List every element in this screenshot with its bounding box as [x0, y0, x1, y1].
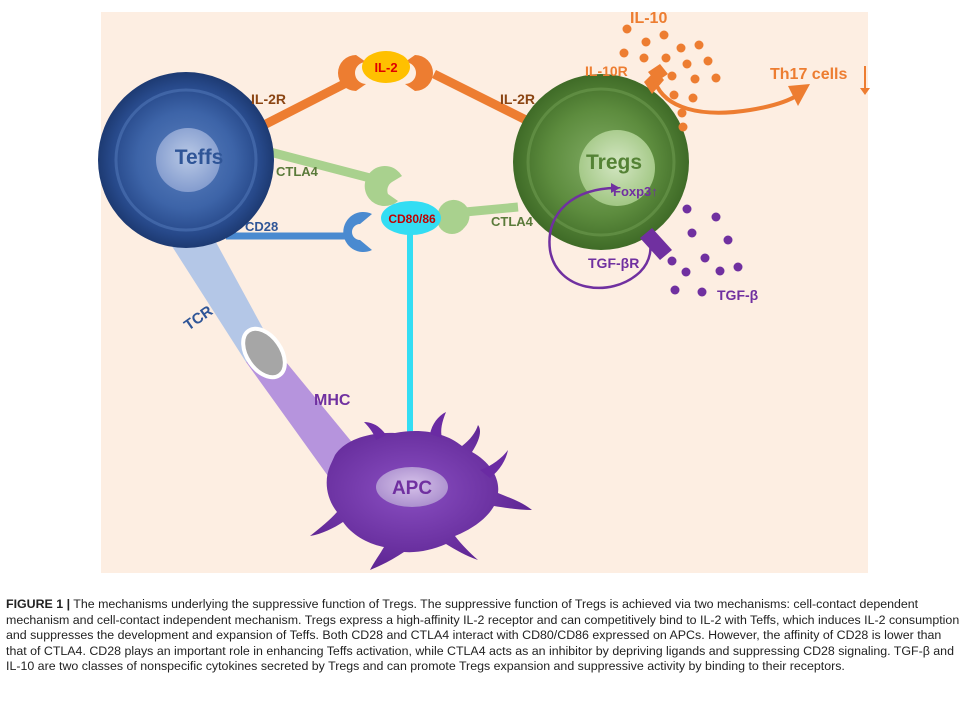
cd80-86-stalk	[407, 228, 413, 438]
tcr-stalk	[168, 222, 272, 362]
tgfbr-receptor	[640, 228, 672, 260]
il2-label: IL-2	[374, 60, 397, 75]
tregs-nucleus	[579, 130, 655, 206]
il10-dot	[667, 71, 677, 81]
il2r-treg-bar	[431, 69, 535, 128]
tgfb-dot	[715, 266, 725, 276]
il10-label: IL-10	[630, 10, 667, 27]
tgfb-dot	[681, 267, 691, 277]
il10-dot	[678, 122, 688, 132]
tgfb-dot	[733, 262, 743, 272]
foxp3-label: Foxp3↑	[613, 184, 658, 199]
ctla4-teff-receptor	[364, 166, 402, 207]
caption-label: FIGURE 1 |	[6, 597, 71, 611]
il10r-label: IL-10R	[585, 63, 628, 79]
il10-dot	[639, 53, 649, 63]
tcr-mhc-binding	[241, 326, 287, 380]
tgfb-dot	[700, 253, 710, 263]
il10-dot	[676, 43, 686, 53]
tgfb-dot	[682, 204, 692, 214]
il10-dot	[619, 48, 629, 58]
il10-dots	[619, 24, 721, 132]
apc-label: APC	[392, 478, 432, 499]
tgfb-dot	[723, 235, 733, 245]
tgfb-dots	[667, 204, 743, 297]
th17-label: Th17 cells	[770, 66, 847, 83]
il2r-right-label: IL-2R	[500, 91, 535, 107]
teffs-cell	[98, 72, 274, 248]
caption-text: The mechanisms underlying the suppressiv…	[6, 597, 960, 674]
th17-curved-arrow	[653, 81, 800, 115]
tgfb-dot	[711, 212, 721, 222]
th17-arrowhead	[788, 84, 810, 106]
il10-dot	[711, 73, 721, 83]
cd28-receptor	[343, 212, 372, 253]
il2r-left-receptor	[338, 55, 366, 91]
tgfb-dot	[697, 287, 707, 297]
il10-dot	[641, 37, 651, 47]
il2r-right-receptor	[405, 55, 433, 91]
th17-down-arrowhead	[860, 88, 870, 95]
tgfb-dot	[670, 285, 680, 295]
il2r-left-label: IL-2R	[251, 91, 286, 107]
cd80-86-ligand	[381, 201, 441, 235]
ctla4-right-label: CTLA4	[491, 214, 534, 229]
il10-dot	[669, 90, 679, 100]
il10r-receptor-cap	[648, 64, 668, 82]
il2r-teff-bar	[259, 75, 355, 131]
il10-dot	[659, 30, 669, 40]
il10-dot	[661, 53, 671, 63]
figure-caption: FIGURE 1 | The mechanisms underlying the…	[6, 597, 961, 675]
tregs-label: Tregs	[586, 151, 642, 174]
teffs-label: Teffs	[175, 146, 224, 169]
cd28-label: CD28	[245, 219, 278, 234]
il10-dot	[690, 74, 700, 84]
il2-ligand	[362, 51, 410, 83]
teffs-nucleus	[156, 128, 220, 192]
il10-dot	[688, 93, 698, 103]
ctla4-treg-receptor-body	[437, 204, 467, 234]
il10-dot	[694, 40, 704, 50]
foxp3-loop-arrow	[548, 186, 652, 290]
tgfb-dot	[687, 228, 697, 238]
cd80-86-label: CD80/86	[388, 212, 436, 226]
il10-dot	[622, 24, 632, 34]
tregs-cell	[513, 74, 689, 250]
mhc-label: MHC	[314, 392, 351, 409]
tgfbr-label: TGF-βR	[588, 255, 639, 271]
apc-cell	[310, 412, 532, 570]
apc-nucleus	[376, 467, 448, 507]
il10-dot	[703, 56, 713, 66]
il10-dot	[682, 59, 692, 69]
ctla4-treg-bar	[464, 202, 519, 217]
foxp3-arrowhead	[611, 183, 620, 193]
il10-dot	[677, 108, 687, 118]
tgfb-dot	[667, 256, 677, 266]
ctla4-left-label: CTLA4	[276, 164, 319, 179]
tgfb-label: TGF-β	[717, 287, 759, 303]
ctla4-teff-bar	[268, 147, 372, 183]
